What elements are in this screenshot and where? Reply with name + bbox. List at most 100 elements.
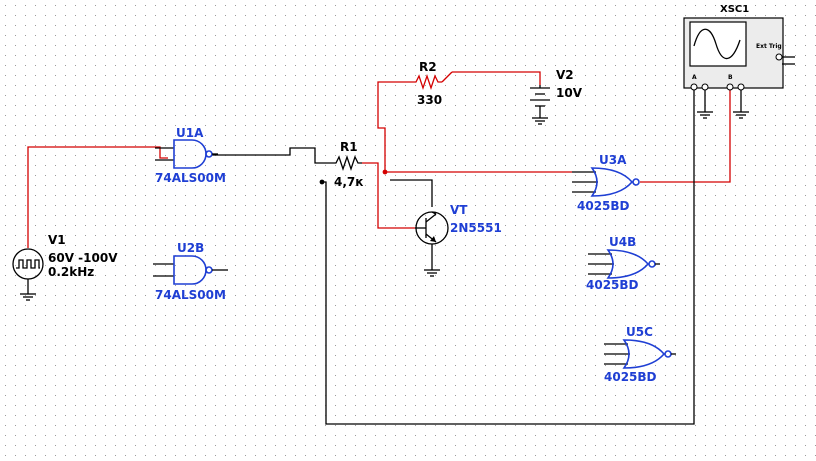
- grid-dot: [335, 415, 336, 416]
- grid-dot: [345, 245, 346, 246]
- grid-dot: [665, 145, 666, 146]
- grid-dot: [425, 185, 426, 186]
- grid-dot: [155, 355, 156, 356]
- grid-dot: [105, 435, 106, 436]
- grid-dot: [605, 115, 606, 116]
- grid-dot: [595, 375, 596, 376]
- grid-dot: [425, 325, 426, 326]
- wire-u3a-to-scope-b[interactable]: [640, 88, 731, 183]
- vt-transistor[interactable]: VT 2N5551: [415, 203, 502, 277]
- grid-dot: [555, 435, 556, 436]
- grid-dot: [685, 345, 686, 346]
- grid-dot: [225, 175, 226, 176]
- grid-dot: [5, 175, 6, 176]
- grid-dot: [475, 455, 476, 456]
- scope-terminal-b-minus[interactable]: [737, 83, 745, 91]
- r2-resistor[interactable]: R2 330: [410, 60, 453, 107]
- grid-dot: [335, 145, 336, 146]
- grid-dot: [345, 225, 346, 226]
- grid-dot: [625, 245, 626, 246]
- grid-dot: [295, 15, 296, 16]
- grid-dot: [185, 205, 186, 206]
- grid-dot: [405, 35, 406, 36]
- grid-dot: [435, 155, 436, 156]
- wire-r1-to-node[interactable]: [362, 162, 415, 229]
- grid-dot: [705, 345, 706, 346]
- grid-dot: [615, 55, 616, 56]
- grid-dot: [105, 125, 106, 126]
- grid-dot: [165, 365, 166, 366]
- grid-dot: [715, 315, 716, 316]
- grid-dot: [155, 385, 156, 386]
- u4b-gate[interactable]: U4B 4025BD: [586, 235, 660, 292]
- grid-dot: [795, 295, 796, 296]
- grid-dot: [265, 85, 266, 86]
- grid-dot: [225, 35, 226, 36]
- u3a-gate[interactable]: U3A 4025BD: [572, 153, 640, 213]
- wire-v1-to-u1a[interactable]: [27, 146, 168, 248]
- grid-dot: [5, 75, 6, 76]
- grid-dot: [295, 355, 296, 356]
- grid-dot: [375, 275, 376, 276]
- grid-dot: [205, 65, 206, 66]
- grid-dot: [65, 175, 66, 176]
- r1-resistor[interactable]: R1 4,7к: [330, 140, 363, 189]
- u5c-gate[interactable]: U5C 4025BD: [604, 325, 676, 384]
- grid-dot: [715, 245, 716, 246]
- grid-dot: [495, 55, 496, 56]
- grid-dot: [25, 95, 26, 96]
- grid-dot: [515, 155, 516, 156]
- wire-r2-to-u3a[interactable]: [377, 81, 572, 173]
- grid-dot: [135, 395, 136, 396]
- scope-terminal-b[interactable]: [726, 83, 734, 91]
- v1-source[interactable]: V1 60V -100V 0.2kHz: [12, 233, 118, 301]
- grid-dot: [235, 255, 236, 256]
- xsc1-oscilloscope[interactable]: XSC1 Ext Trig A B: [683, 4, 795, 119]
- u2b-gate[interactable]: U2B 74ALS00M: [153, 241, 228, 302]
- v2-battery[interactable]: V2 10V: [530, 68, 583, 125]
- grid-dot: [745, 175, 746, 176]
- grid-dot: [685, 395, 686, 396]
- grid-dot: [655, 155, 656, 156]
- grid-dot: [445, 205, 446, 206]
- wire-u1a-to-r1[interactable]: [212, 147, 330, 164]
- grid-dot: [435, 325, 436, 326]
- grid-dot: [375, 195, 376, 196]
- grid-dot: [665, 405, 666, 406]
- grid-dot: [675, 35, 676, 36]
- grid-dot: [495, 385, 496, 386]
- grid-dot: [135, 435, 136, 436]
- grid-dot: [485, 325, 486, 326]
- grid-dot: [365, 385, 366, 386]
- wire-r2-to-v2[interactable]: [452, 71, 541, 85]
- wire-node-to-collector[interactable]: [390, 179, 433, 207]
- grid-dot: [265, 455, 266, 456]
- grid-dot: [245, 55, 246, 56]
- grid-dot: [745, 455, 746, 456]
- grid-dot: [35, 435, 36, 436]
- grid-dot: [545, 85, 546, 86]
- grid-dot: [595, 55, 596, 56]
- grid-dot: [285, 375, 286, 376]
- grid-dot: [545, 385, 546, 386]
- scope-terminal-a[interactable]: [690, 83, 698, 91]
- grid-dot: [105, 385, 106, 386]
- grid-dot: [545, 245, 546, 246]
- grid-dot: [555, 445, 556, 446]
- grid-dot: [475, 115, 476, 116]
- grid-dot: [635, 445, 636, 446]
- u1a-gate[interactable]: U1A 74ALS00M: [155, 126, 226, 185]
- grid-dot: [435, 245, 436, 246]
- grid-dot: [755, 305, 756, 306]
- grid-dot: [735, 165, 736, 166]
- grid-dot: [155, 435, 156, 436]
- grid-dot: [175, 45, 176, 46]
- grid-dot: [305, 365, 306, 366]
- grid-dot: [545, 445, 546, 446]
- wire-return-loop[interactable]: [322, 88, 695, 425]
- grid-dot: [385, 175, 386, 176]
- scope-terminal-trig[interactable]: [775, 53, 783, 61]
- grid-dot: [405, 105, 406, 106]
- scope-terminal-a-minus[interactable]: [701, 83, 709, 91]
